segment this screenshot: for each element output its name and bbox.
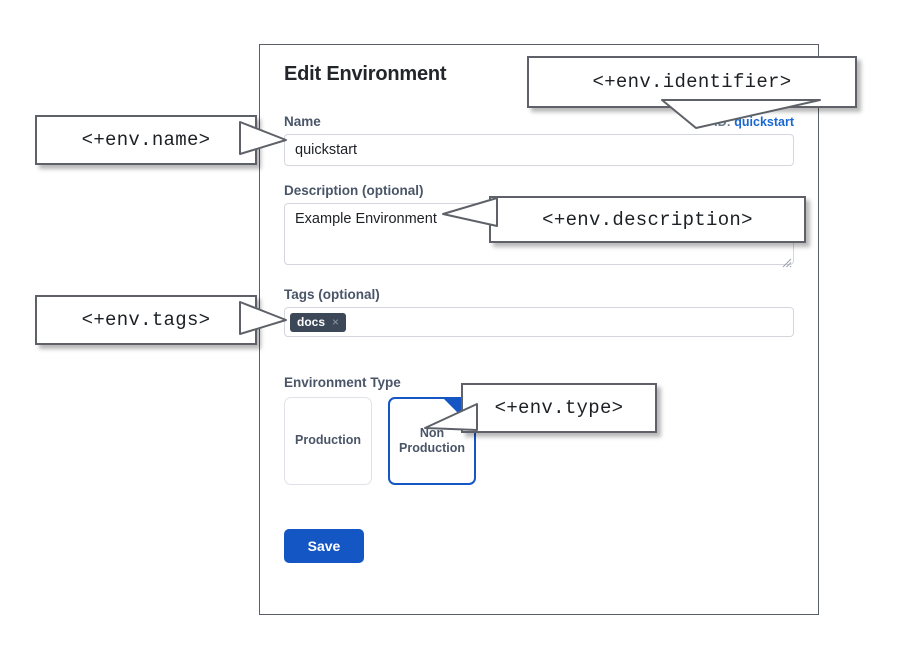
- name-label-row: Name ID: quickstart: [284, 114, 794, 129]
- type-option-non-production-label: Non Production: [399, 425, 465, 455]
- id-prefix: ID:: [714, 115, 731, 129]
- id-value-link[interactable]: quickstart: [734, 115, 794, 129]
- description-label-row: Description (optional): [284, 183, 794, 198]
- type-option-production[interactable]: Production: [284, 397, 372, 485]
- callout-env-identifier-text: <+env.identifier>: [592, 71, 792, 93]
- callout-env-name-text: <+env.name>: [81, 129, 211, 151]
- environment-type-options: Production Non Production: [284, 397, 794, 485]
- callout-env-tags: <+env.tags>: [35, 295, 257, 345]
- callout-env-tags-text: <+env.tags>: [81, 309, 211, 331]
- tags-field-block: Tags (optional) docs ×: [284, 287, 794, 337]
- page-title: Edit Environment: [284, 63, 447, 85]
- callout-env-type: <+env.type>: [461, 383, 657, 433]
- tags-label-row: Tags (optional): [284, 287, 794, 302]
- save-button[interactable]: Save: [284, 529, 364, 563]
- tag-chip-label: docs: [297, 315, 326, 329]
- environment-type-label: Environment Type: [284, 375, 401, 390]
- callout-env-type-text: <+env.type>: [494, 397, 624, 419]
- name-field-block: Name ID: quickstart: [284, 114, 794, 166]
- callout-env-name: <+env.name>: [35, 115, 257, 165]
- tag-remove-icon[interactable]: ×: [332, 315, 340, 329]
- name-label: Name: [284, 114, 321, 129]
- callout-env-identifier: <+env.identifier>: [527, 56, 857, 108]
- tag-chip[interactable]: docs ×: [290, 312, 347, 332]
- name-input[interactable]: [284, 134, 794, 166]
- environment-id: ID: quickstart: [714, 115, 794, 129]
- type-option-production-label: Production: [295, 433, 361, 448]
- callout-env-description-text: <+env.description>: [542, 208, 753, 231]
- description-label: Description (optional): [284, 183, 424, 198]
- tags-input[interactable]: docs ×: [284, 307, 794, 337]
- tags-label: Tags (optional): [284, 287, 380, 302]
- edit-environment-panel: Edit Environment Name ID: quickstart Des…: [259, 44, 819, 615]
- callout-env-description: <+env.description>: [489, 196, 806, 243]
